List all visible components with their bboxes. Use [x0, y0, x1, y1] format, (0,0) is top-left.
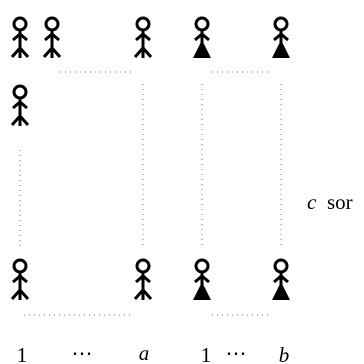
label-rows-word: sor [327, 190, 353, 214]
person-dress-icon [270, 258, 292, 302]
person-icon [10, 258, 30, 302]
person-dress-icon [191, 16, 213, 60]
person-icon [10, 16, 30, 60]
person-icon [10, 84, 30, 128]
person-dress-icon [191, 258, 213, 302]
person-icon [42, 16, 62, 60]
person-icon [133, 258, 153, 302]
person-dress-icon [270, 16, 292, 60]
label-col-a: a [139, 341, 150, 364]
label-rows-c: c [307, 190, 317, 214]
label-col-dots-a: ⋯ [72, 341, 93, 364]
label-col-b: b [279, 343, 290, 364]
label-col-1: 1 [17, 343, 28, 364]
label-col-1b: 1 [201, 343, 212, 364]
dotted-connectors [19, 71, 282, 316]
label-col-dots-b: ⋯ [226, 341, 247, 364]
person-icon [133, 16, 153, 60]
